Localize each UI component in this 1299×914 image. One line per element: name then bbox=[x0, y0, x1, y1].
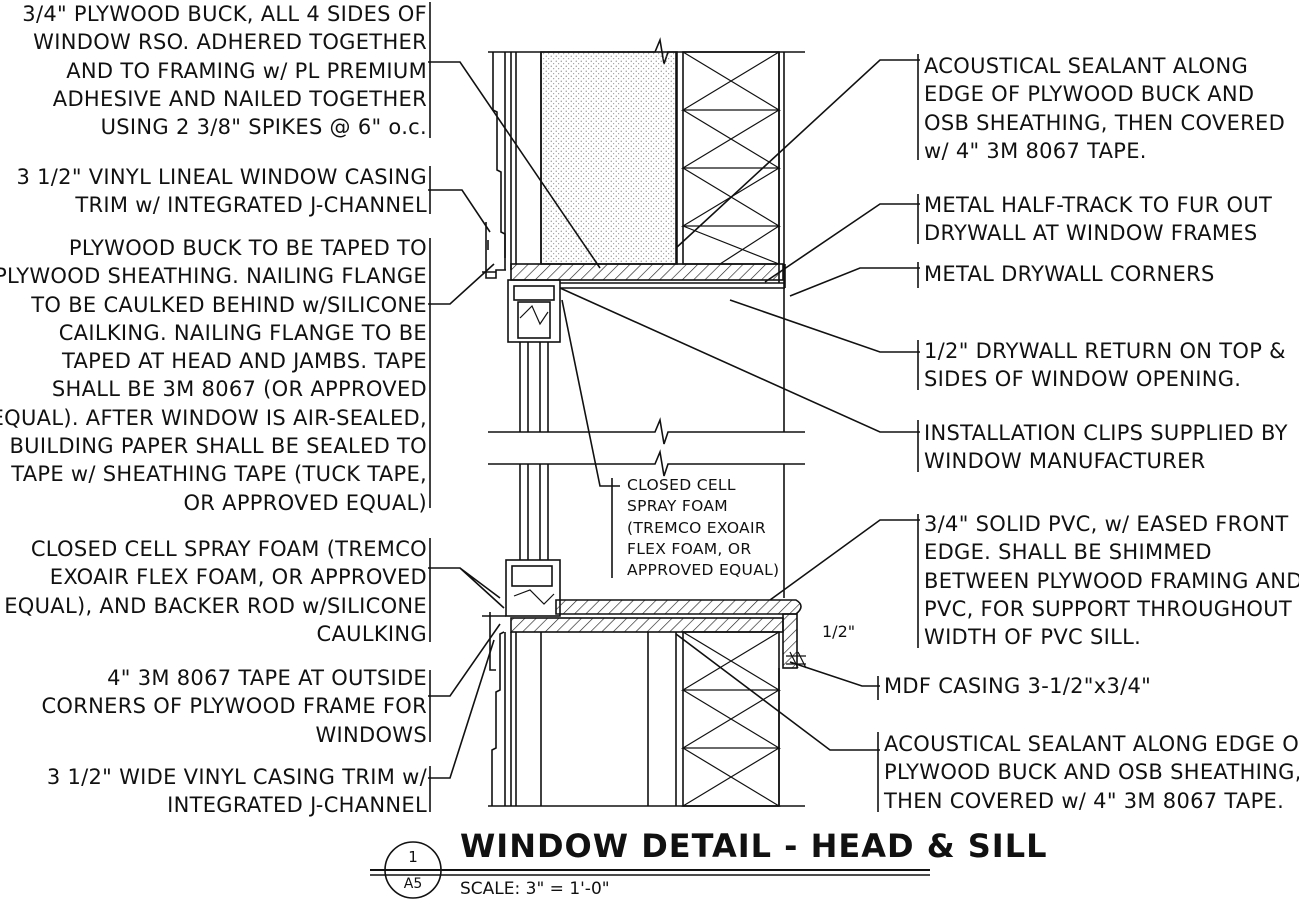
note-line: 3/4" SOLID PVC, w/ EASED FRONT bbox=[924, 512, 1289, 536]
note-metal-half-track: METAL HALF-TRACK TO FUR OUT DRYWALL AT W… bbox=[924, 191, 1272, 248]
note-metal-drywall-corners: METAL DRYWALL CORNERS bbox=[924, 260, 1215, 288]
note-line: AND TO FRAMING w/ PL PREMIUM bbox=[66, 58, 427, 83]
window-frame-head bbox=[507, 279, 561, 343]
note-line: PLYWOOD BUCK AND OSB SHEATHING, bbox=[884, 760, 1299, 785]
note-line: EQUAL). AFTER WINDOW IS AIR-SEALED, bbox=[0, 405, 427, 430]
mdf-casing bbox=[782, 613, 798, 669]
note-line: ACOUSTICAL SEALANT ALONG bbox=[924, 54, 1249, 78]
siding-profile-head bbox=[492, 52, 506, 258]
note-line: 3/4" PLYWOOD BUCK, ALL 4 SIDES OF bbox=[22, 2, 427, 26]
note-line: SPRAY FOAM bbox=[627, 497, 728, 516]
note-line: EDGE OF PLYWOOD BUCK AND bbox=[924, 82, 1255, 107]
dimension-label: 1/2" bbox=[822, 622, 856, 641]
note-line: CAULKING bbox=[316, 621, 427, 646]
note-line: INSTALLATION CLIPS SUPPLIED BY bbox=[924, 421, 1288, 445]
note-line: ADHESIVE AND NAILED TOGETHER bbox=[52, 86, 427, 111]
note-line: 1/2" DRYWALL RETURN ON TOP & bbox=[924, 339, 1286, 363]
note-line: INTEGRATED J-CHANNEL bbox=[167, 793, 427, 818]
note-line: (TREMCO EXOAIR bbox=[627, 518, 766, 537]
note-line: EDGE. SHALL BE SHIMMED bbox=[924, 540, 1212, 565]
note-line: WINDOW MANUFACTURER bbox=[924, 449, 1206, 474]
note-line: WIDTH OF PVC SILL. bbox=[924, 625, 1142, 650]
note-plywood-buck: 3/4" PLYWOOD BUCK, ALL 4 SIDES OF WINDOW… bbox=[22, 0, 427, 141]
note-line: w/ 4" 3M 8067 TAPE. bbox=[924, 138, 1147, 163]
note-line: EXOAIR FLEX FOAM, OR APPROVED bbox=[49, 565, 427, 590]
note-line: THEN COVERED w/ 4" 3M 8067 TAPE. bbox=[884, 788, 1285, 813]
detail-number: 1 bbox=[408, 848, 418, 866]
note-line: WINDOW RSO. ADHERED TOGETHER bbox=[33, 30, 427, 55]
pvc-sill bbox=[555, 599, 802, 615]
insulation-batt-sill bbox=[680, 631, 782, 807]
note-line: OR APPROVED EQUAL) bbox=[183, 490, 427, 515]
note-acoustical-sealant-sill: ACOUSTICAL SEALANT ALONG EDGE OF PLYWOOD… bbox=[884, 730, 1299, 815]
note-drywall-return: 1/2" DRYWALL RETURN ON TOP & SIDES OF WI… bbox=[924, 337, 1286, 394]
header-beam bbox=[540, 51, 678, 265]
note-line: METAL DRYWALL CORNERS bbox=[924, 262, 1215, 286]
plywood-buck-head bbox=[510, 263, 784, 281]
note-line: 4" 3M 8067 TAPE AT OUTSIDE bbox=[107, 666, 427, 690]
note-line: BUILDING PAPER SHALL BE SEALED TO bbox=[9, 434, 427, 459]
note-line: TRIM w/ INTEGRATED J-CHANNEL bbox=[75, 193, 427, 218]
note-line: CLOSED CELL SPRAY FOAM (TREMCO bbox=[30, 537, 427, 561]
note-line: MDF CASING 3-1/2"x3/4" bbox=[884, 674, 1152, 698]
note-line: PVC, FOR SUPPORT THROUGHOUT bbox=[924, 596, 1293, 621]
note-spray-foam-center: CLOSED CELL SPRAY FOAM (TREMCO EXOAIR FL… bbox=[627, 475, 779, 581]
note-line: TAPED AT HEAD AND JAMBS. TAPE bbox=[62, 349, 427, 374]
note-line: OSB SHEATHING, THEN COVERED bbox=[924, 110, 1286, 135]
insulation-batt-head bbox=[680, 51, 782, 265]
note-line: CLOSED CELL bbox=[627, 476, 736, 494]
note-line: METAL HALF-TRACK TO FUR OUT bbox=[924, 193, 1273, 217]
note-line: TAPE w/ SHEATHING TAPE (TUCK TAPE, bbox=[11, 462, 427, 487]
note-line: DRYWALL AT WINDOW FRAMES bbox=[924, 221, 1258, 246]
note-line: TO BE CAULKED BEHIND w/SILICONE bbox=[31, 292, 427, 317]
note-line: WINDOWS bbox=[315, 722, 427, 747]
sill-j-channel bbox=[489, 612, 496, 671]
siding-profile-sill bbox=[491, 631, 505, 806]
note-line: CORNERS OF PLYWOOD FRAME FOR bbox=[41, 694, 427, 719]
drawing-scale: SCALE: 3" = 1'-0" bbox=[460, 879, 610, 899]
note-line: EQUAL), AND BACKER ROD w/SILICONE bbox=[4, 593, 427, 618]
sheet-number: A5 bbox=[403, 876, 423, 892]
drawing-title: WINDOW DETAIL - HEAD & SILL bbox=[460, 827, 1048, 865]
note-line: BETWEEN PLYWOOD FRAMING AND bbox=[924, 568, 1299, 593]
note-vinyl-casing-sill: 3 1/2" WIDE VINYL CASING TRIM w/ INTEGRA… bbox=[47, 763, 427, 820]
note-line: PLYWOOD SHEATHING. NAILING FLANGE bbox=[0, 264, 427, 289]
note-line: CAILKING. NAILING FLANGE TO BE bbox=[58, 320, 427, 345]
note-buck-taping: PLYWOOD BUCK TO BE TAPED TO PLYWOOD SHEA… bbox=[0, 234, 427, 517]
note-pvc-sill: 3/4" SOLID PVC, w/ EASED FRONT EDGE. SHA… bbox=[924, 510, 1299, 651]
note-line: PLYWOOD BUCK TO BE TAPED TO bbox=[68, 236, 427, 260]
sill-break-line-top bbox=[488, 449, 805, 477]
note-line: USING 2 3/8" SPIKES @ 6" o.c. bbox=[100, 115, 427, 140]
note-installation-clips: INSTALLATION CLIPS SUPPLIED BY WINDOW MA… bbox=[924, 419, 1288, 476]
note-tape-corners: 4" 3M 8067 TAPE AT OUTSIDE CORNERS OF PL… bbox=[41, 664, 427, 749]
note-line: APPROVED EQUAL) bbox=[627, 561, 780, 580]
note-vinyl-casing-head: 3 1/2" VINYL LINEAL WINDOW CASING TRIM w… bbox=[17, 163, 428, 220]
note-acoustical-sealant-head: ACOUSTICAL SEALANT ALONG EDGE OF PLYWOOD… bbox=[924, 52, 1285, 165]
note-line: 3 1/2" VINYL LINEAL WINDOW CASING bbox=[16, 165, 427, 189]
note-spray-foam-sill: CLOSED CELL SPRAY FOAM (TREMCO EXOAIR FL… bbox=[4, 535, 427, 648]
head-break-line-bottom bbox=[488, 417, 805, 445]
note-line: FLEX FOAM, OR bbox=[627, 539, 752, 558]
note-line: 3 1/2" WIDE VINYL CASING TRIM w/ bbox=[46, 765, 427, 789]
note-line: ACOUSTICAL SEALANT ALONG EDGE OF bbox=[884, 732, 1299, 756]
note-line: SHALL BE 3M 8067 (OR APPROVED bbox=[51, 377, 427, 402]
note-mdf-casing: MDF CASING 3-1/2"x3/4" bbox=[884, 672, 1151, 700]
window-frame-sill bbox=[505, 559, 561, 617]
plywood-buck-sill bbox=[510, 617, 784, 633]
head-j-channel bbox=[485, 222, 506, 279]
note-line: SIDES OF WINDOW OPENING. bbox=[924, 367, 1242, 392]
